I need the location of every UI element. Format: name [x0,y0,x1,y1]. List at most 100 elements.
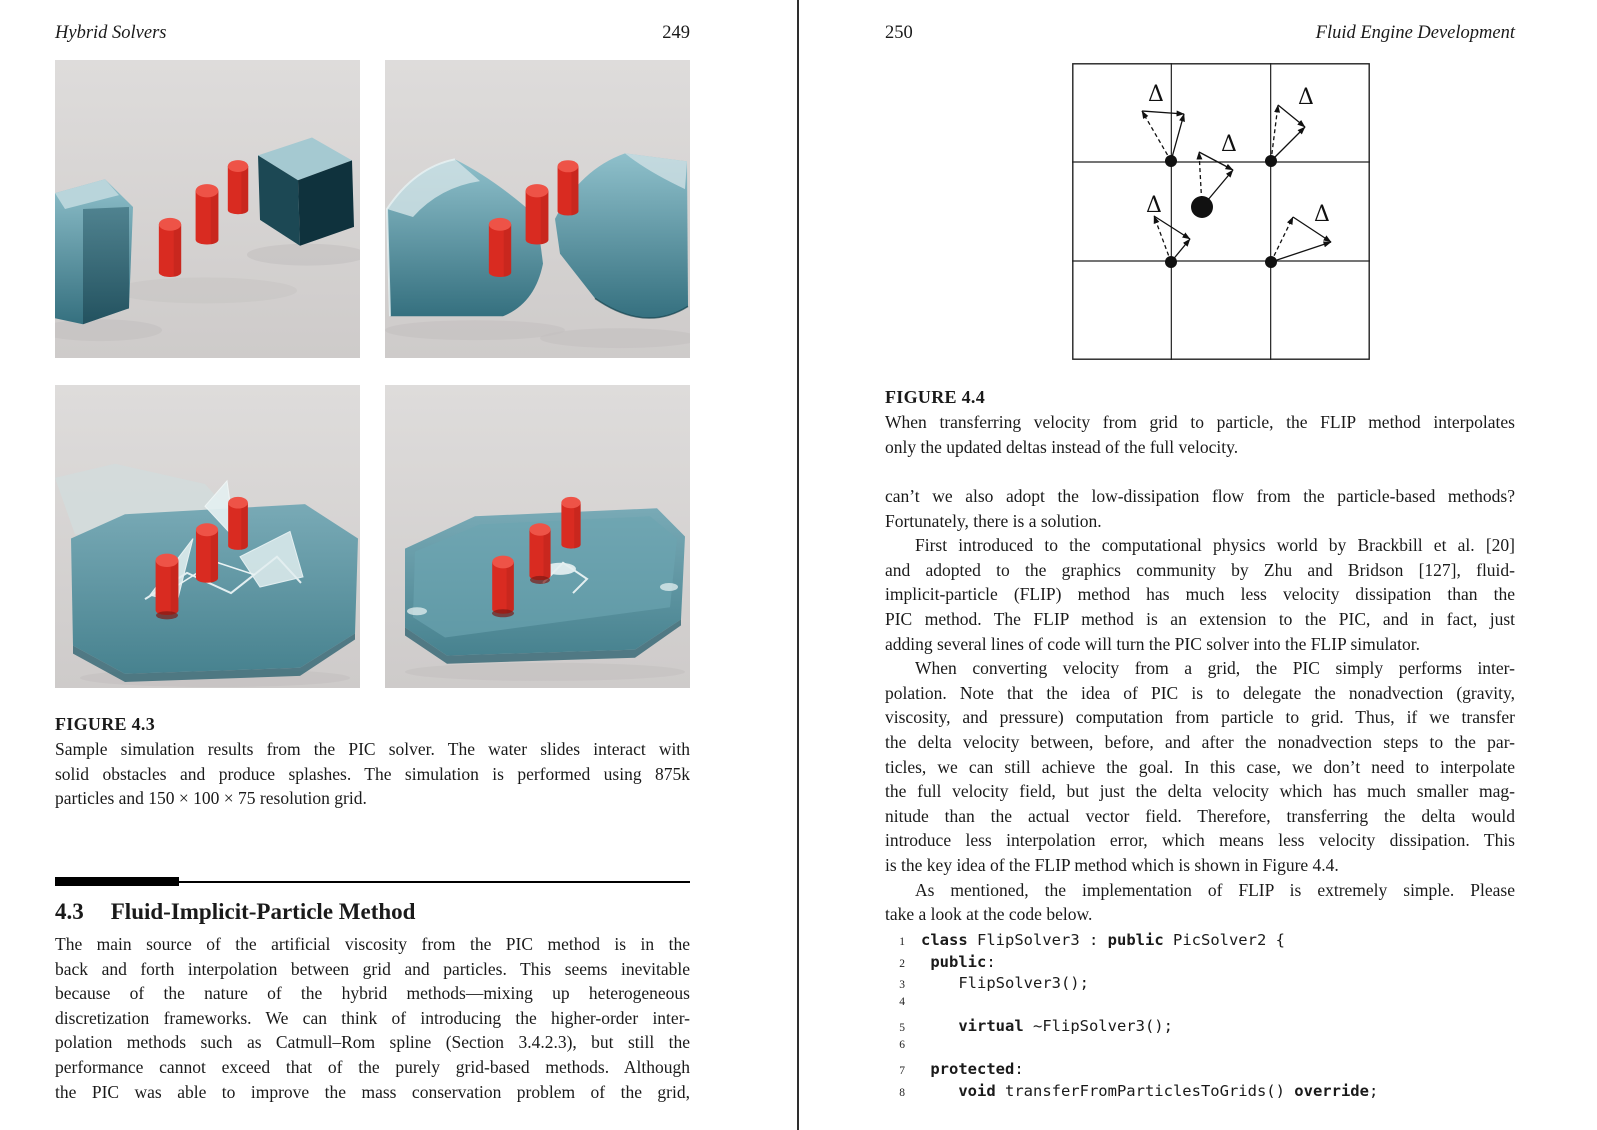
code-line-text: class FlipSolver3 : public PicSolver2 { [921,931,1285,949]
delta-label: Δ [1148,82,1164,107]
code-line: 1 class FlipSolver3 : public PicSolver2 { [885,931,1515,953]
text-line: because of the nature of the hybrid meth… [55,983,690,1004]
dashed-velocity-arrow [1270,216,1294,263]
text-line: When converting velocity from a grid, th… [915,658,1515,679]
text-line: As mentioned, the implementation of FLIP… [915,879,1515,900]
code-line-number: 6 [899,1038,905,1051]
delta-arrow [1292,216,1332,243]
text-line: polation. Note that the idea of PIC is t… [885,682,1515,703]
simulation-frame-2-graphic [385,60,690,358]
text-line: Sample simulation results from the PIC s… [55,739,690,759]
grid-node-dot [1265,256,1277,268]
code-listing: 1 class FlipSolver3 : public PicSolver2 {… [885,931,1515,1103]
code-line: 4 [885,996,1515,1018]
particle-dot [1191,196,1213,218]
section-heading: 4.3 Fluid-Implicit-Particle Method [55,898,690,926]
text-line: can’t we also adopt the low-dissipation … [885,486,1515,506]
section-number: 4.3 [55,899,84,924]
text-line: First introduced to the computational ph… [915,535,1515,556]
text-line: and adopted to the graphics community by… [885,559,1515,580]
simulation-image-frame-1 [55,60,360,358]
delta-label: Δ [1314,202,1330,227]
code-line-number: 1 [899,936,905,948]
code-line: 8 void transferFromParticlesToGrids() ov… [885,1082,1515,1104]
figure-4-3-caption-text: Sample simulation results from the PIC s… [55,737,690,811]
delta-label: Δ [1146,193,1162,218]
text-line: implicit-particle (FLIP) method has much… [885,584,1515,605]
code-line-number: 8 [899,1086,905,1099]
code-line: 7 protected: [885,1060,1515,1082]
figure-4-4-caption-text: When transferring velocity from grid to … [885,410,1515,459]
page-250: 250 Fluid Engine Development Δ Δ Δ Δ Δ FIGUR… [800,0,1597,1130]
paragraph: When converting velocity from a grid, th… [885,656,1515,877]
text-line: The main source of the artificial viscos… [55,934,690,954]
code-line: 6 [885,1039,1515,1061]
text-line: back and forth interpolation between gri… [55,958,690,979]
section-separator-bar [55,877,179,886]
text-line: performance cannot exceed that of the pu… [55,1056,690,1077]
text-line: solid obstacles and produce splashes. Th… [55,763,690,784]
figure-4-4-label: FIGURE 4.4 [885,387,986,407]
text-line: nitude than the actual vector field. The… [885,805,1515,826]
text-line: ticles, we can still achieve the goal. I… [885,756,1515,777]
page-number: 250 [885,23,913,43]
paragraph: can’t we also adopt the low-dissipation … [885,484,1515,533]
solid-velocity-arrow [1170,113,1185,162]
text-line: the full velocity field, but just the de… [885,781,1515,802]
code-line-number: 7 [899,1065,905,1077]
code-line-text: FlipSolver3(); [921,974,1089,992]
code-line-number: 5 [899,1022,905,1034]
right-body-text: can’t we also adopt the low-dissipation … [885,484,1515,927]
text-line: is the key idea of the FLIP method which… [885,854,1339,875]
running-head-title: Fluid Engine Development [1315,23,1515,43]
solid-velocity-arrow [1270,241,1332,263]
delta-arrow [1141,110,1185,117]
delta-arrow [1198,151,1234,171]
text-line: Fortunately, there is a solution. [885,510,1102,531]
simulation-frame-1-graphic [55,60,360,358]
figure-4-3-label: FIGURE 4.3 [55,714,156,734]
delta-arrow [1277,104,1306,128]
grid-node-dot [1165,155,1177,167]
code-line-number: 2 [899,957,905,970]
text-line: adding several lines of code will turn t… [885,633,1420,654]
figure-4-3-caption: FIGURE 4.3 Sample simulation results fro… [55,712,690,811]
dashed-velocity-arrow [1153,215,1172,263]
text-line: polation methods such as Catmull–Rom spl… [55,1032,690,1053]
paragraph: As mentioned, the implementation of FLIP… [885,878,1515,927]
page-gutter-divider [797,0,799,1130]
delta-label: Δ [1221,132,1237,157]
figure-4-4-diagram: Δ Δ Δ Δ Δ [1072,63,1370,360]
simulation-image-frame-4 [385,385,690,688]
code-line-number: 4 [899,995,905,1008]
code-line-number: 3 [899,979,905,991]
grid-border [1072,63,1370,360]
code-line-text: void transferFromParticlesToGrids() over… [958,1081,1379,1100]
paragraph: First introduced to the computational ph… [885,533,1515,656]
section-title: Fluid-Implicit-Particle Method [110,899,416,924]
text-line: discretization frameworks. We can think … [55,1007,690,1028]
code-lines: 1 class FlipSolver3 : public PicSolver2 {… [885,931,1515,1103]
dashed-velocity-arrow [1270,104,1281,162]
section-separator-line [179,881,690,883]
page-number: 249 [662,23,690,43]
code-line: 5 virtual ~FlipSolver3(); [885,1017,1515,1039]
text-line: PIC method. The FLIP method is an extens… [885,608,1515,629]
section-separator-rule [55,877,690,887]
text-line: viscosity, and pressure) computation fro… [885,707,1515,728]
grid-node-dot [1265,155,1277,167]
delta-arrow [1153,215,1191,240]
text-line: When transferring velocity from grid to … [885,412,1515,432]
code-line: 3 FlipSolver3(); [885,974,1515,996]
running-head: 250 Fluid Engine Development [885,22,1515,44]
text-line: particles and 150 × 100 × 75 resolution … [55,788,367,809]
running-head: Hybrid Solvers 249 [55,22,690,44]
figure-4-4-caption: FIGURE 4.4 When transferring velocity fr… [885,385,1515,459]
simulation-image-frame-2 [385,60,690,358]
code-line-text: virtual ~FlipSolver3(); [958,1017,1173,1035]
solid-velocity-arrow [1270,126,1306,162]
delta-label: Δ [1298,85,1314,110]
text-line: only the updated deltas instead of the f… [885,436,1239,457]
code-line-text: public: [930,952,996,971]
